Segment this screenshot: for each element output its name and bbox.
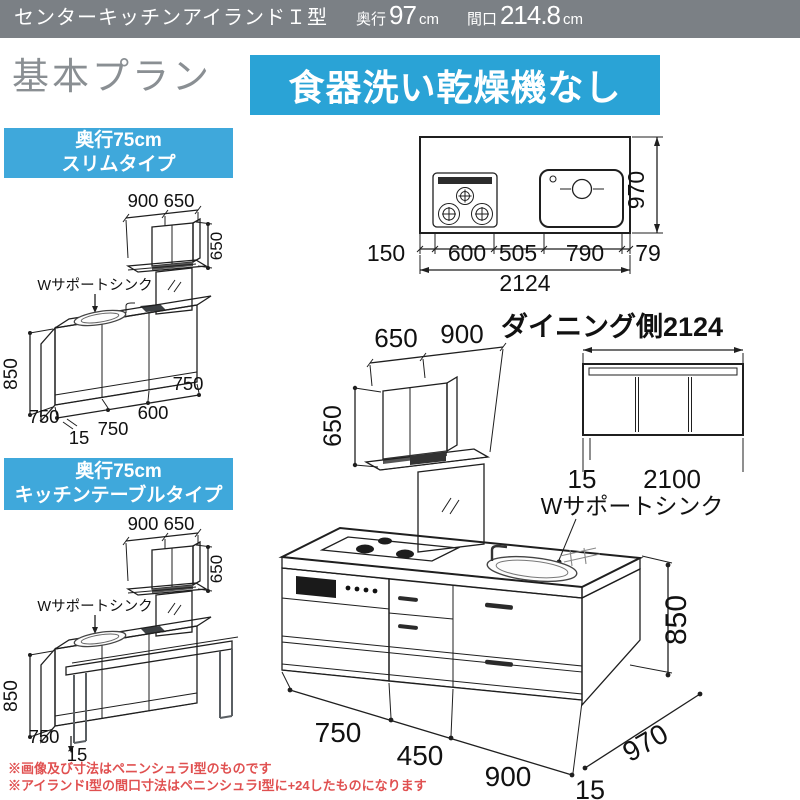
faucet-icon <box>490 544 508 561</box>
dim-650-top-label: 650 <box>164 513 195 534</box>
faucet-icon <box>125 302 135 313</box>
dim-650-top-label: 650 <box>164 190 195 211</box>
dining-cabinet <box>582 363 744 436</box>
arrow-down-icon <box>92 627 98 634</box>
depth-970-label: 970 <box>623 171 649 209</box>
dim-650-side-label: 650 <box>207 232 226 260</box>
dim-15-label: 15 <box>67 744 88 765</box>
left-top-header: 奥行75cm スリムタイプ <box>4 128 233 178</box>
iso-850-label: 850 <box>660 595 693 645</box>
left-top-header-line1: 奥行75cm <box>75 130 162 151</box>
sink-top <box>486 544 601 583</box>
dining-15-label: 15 <box>568 464 597 494</box>
dim-750a-label: 750 <box>98 418 129 439</box>
stove-console <box>281 567 390 610</box>
diagram-slim-type: 900 650 650 Wサポートシンク <box>1 190 226 448</box>
hood-shelf <box>363 448 491 471</box>
plan-view: 150 600 505 790 79 2124 970 <box>367 136 663 296</box>
dining-sink-label: Wサポートシンク <box>541 493 724 519</box>
iso-650-top-label: 650 <box>374 323 417 353</box>
footnote-1: ※画像及び寸法はペニンシュラI型のものです <box>8 761 272 776</box>
sink-plan <box>539 169 624 228</box>
kitchen-table <box>65 636 239 744</box>
footnotes: ※画像及び寸法はペニンシュラI型のものです ※アイランドI型の間口寸法はペニンシ… <box>8 760 427 794</box>
glass-panel <box>417 463 485 553</box>
dining-elevation: ダイニング側2124 15 2100 Wサポートシンク <box>501 311 744 565</box>
sink-callout-label: Wサポートシンク <box>37 277 152 294</box>
variant-banner: 食器洗い乾燥機なし <box>250 55 660 115</box>
depth-label: 奥行 <box>356 11 387 28</box>
depth-value: 97 <box>389 0 417 30</box>
iso-650-side-label: 650 <box>319 405 347 447</box>
dish-rack-icon <box>559 547 601 567</box>
iso-750-label: 750 <box>315 717 362 748</box>
main-isometric: 650 900 650 <box>278 319 703 800</box>
counter-unit <box>278 526 644 707</box>
counter-unit <box>40 616 212 744</box>
glass-panel <box>155 590 193 637</box>
width-unit: cm <box>563 11 584 28</box>
iso-900-b-label: 900 <box>485 761 532 792</box>
range-hood <box>382 375 458 464</box>
sink-top <box>73 309 127 327</box>
dining-title: ダイニング側2124 <box>501 311 723 342</box>
dim-depth-750-label: 750 <box>29 726 60 747</box>
hood-shelf <box>125 259 209 273</box>
dim-600-label: 600 <box>138 402 169 423</box>
iso-970-label: 970 <box>617 718 673 768</box>
width-spec: 間口 214.8 cm <box>467 0 583 31</box>
left-top-header-line2: スリムタイプ <box>61 154 176 175</box>
dim-650-side-label: 650 <box>207 555 226 583</box>
glass-panel <box>155 267 193 315</box>
left-bottom-header-line2: キッチンテーブルタイプ <box>14 485 223 506</box>
left-bottom-header: 奥行75cm キッチンテーブルタイプ <box>4 458 233 510</box>
stove-plan <box>432 172 498 228</box>
depth-unit: cm <box>418 11 439 28</box>
dim-750b-label: 750 <box>173 373 204 394</box>
footnote-2: ※アイランドI型の間口寸法はペニンシュラI型に+24したものになります <box>8 778 427 793</box>
dim-15-label: 15 <box>69 427 90 448</box>
diagram-kitchen-table-type: 900 650 650 Wサポートシンク <box>1 513 239 765</box>
seg-79-label: 79 <box>635 240 661 266</box>
seg-150-label: 150 <box>367 240 405 266</box>
left-bottom-header-line1: 奥行75cm <box>75 461 162 482</box>
iso-450-label: 450 <box>397 740 444 771</box>
product-title: センターキッチンアイランドＩ型 <box>14 7 328 29</box>
total-2124-label: 2124 <box>499 270 550 296</box>
dim-900-label: 900 <box>128 513 159 534</box>
width-label: 間口 <box>466 11 497 28</box>
dim-850-label: 850 <box>1 680 22 712</box>
arrow-down-icon <box>68 746 74 753</box>
sink-top <box>73 630 127 648</box>
iso-900-top-label: 900 <box>440 319 483 349</box>
page-title: 基本プラン <box>12 56 212 97</box>
main-drawings: 150 600 505 790 79 2124 970 ダイニング側2124 1… <box>278 136 744 800</box>
seg-600-label: 600 <box>448 240 486 266</box>
dim-depth-750-label: 750 <box>29 406 60 427</box>
width-value: 214.8 <box>499 0 561 30</box>
header-bar: センターキッチンアイランドＩ型 奥行 97 cm 間口 214.8 cm <box>0 0 800 38</box>
dining-2100-label: 2100 <box>643 464 701 494</box>
dim-850-label: 850 <box>1 358 22 390</box>
cooktop <box>319 536 461 562</box>
dim-900-label: 900 <box>128 190 159 211</box>
seg-790-label: 790 <box>566 240 604 266</box>
arrow-down-icon <box>92 306 98 313</box>
hood-shelf <box>125 582 209 596</box>
counter-unit <box>40 295 212 423</box>
depth-spec: 奥行 97 cm <box>356 0 439 31</box>
iso-15-label: 15 <box>575 775 605 800</box>
dim-line-top <box>125 209 199 219</box>
sink-callout-label: Wサポートシンク <box>37 598 152 615</box>
seg-505-label: 505 <box>499 240 537 266</box>
